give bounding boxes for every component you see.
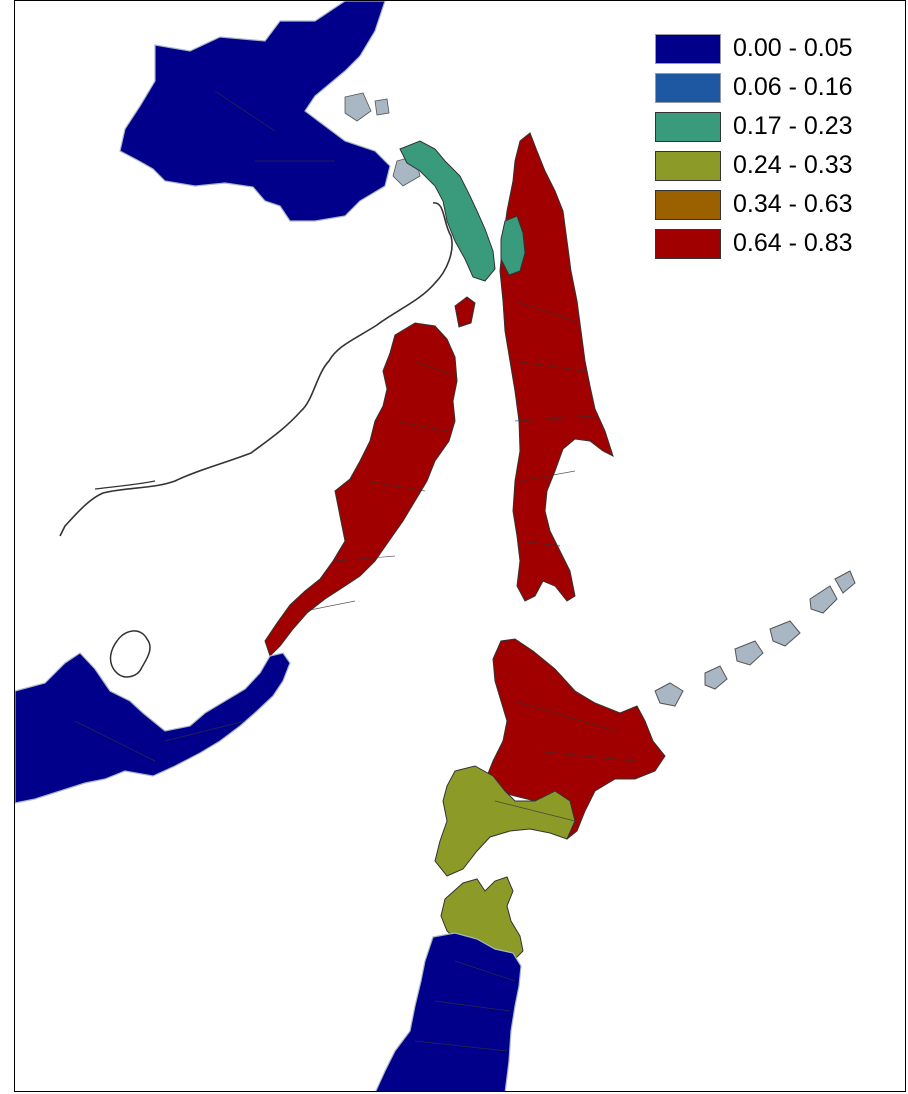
region-tugur [399,140,496,282]
legend-item: 0.64 - 0.83 [655,224,853,263]
legend-swatch [655,228,721,259]
legend-label: 0.06 - 0.16 [733,73,853,101]
legend-label: 0.17 - 0.23 [733,112,853,140]
region-hokkaido [484,638,666,840]
region-tohoku [375,932,522,1091]
legend-label: 0.24 - 0.33 [733,151,853,179]
legend-swatch [655,150,721,181]
legend: 0.00 - 0.05 0.06 - 0.16 0.17 - 0.23 0.24 - … [655,29,853,263]
region-kurils [654,570,856,707]
legend-item: 0.34 - 0.63 [655,185,853,224]
basin-boundaries [74,90,636,1052]
legend-label: 0.34 - 0.63 [733,190,853,218]
map-canvas [15,1,856,1091]
legend-label: 0.00 - 0.05 [733,34,853,62]
legend-swatch [655,72,721,103]
amur-tributary [94,480,156,490]
region-sakhalin-north-teal [500,215,526,276]
region-primorye [15,652,291,804]
legend-swatch [655,33,721,64]
legend-item: 0.06 - 0.16 [655,68,853,107]
amur-river [59,202,453,537]
region-okhotsk-coast [119,1,391,222]
legend-item: 0.00 - 0.05 [655,29,853,68]
legend-item: 0.24 - 0.33 [655,146,853,185]
legend-label: 0.64 - 0.83 [733,229,853,257]
map-frame: 0.00 - 0.05 0.06 - 0.16 0.17 - 0.23 0.24 - … [14,0,906,1092]
region-hokkaido-southwest [434,765,576,877]
legend-item: 0.17 - 0.23 [655,107,853,146]
lake-khanka [109,630,151,678]
legend-swatch [655,189,721,220]
region-khabarovsk-small [454,296,476,328]
legend-swatch [655,111,721,142]
region-khabarovsk-coast [264,322,458,657]
